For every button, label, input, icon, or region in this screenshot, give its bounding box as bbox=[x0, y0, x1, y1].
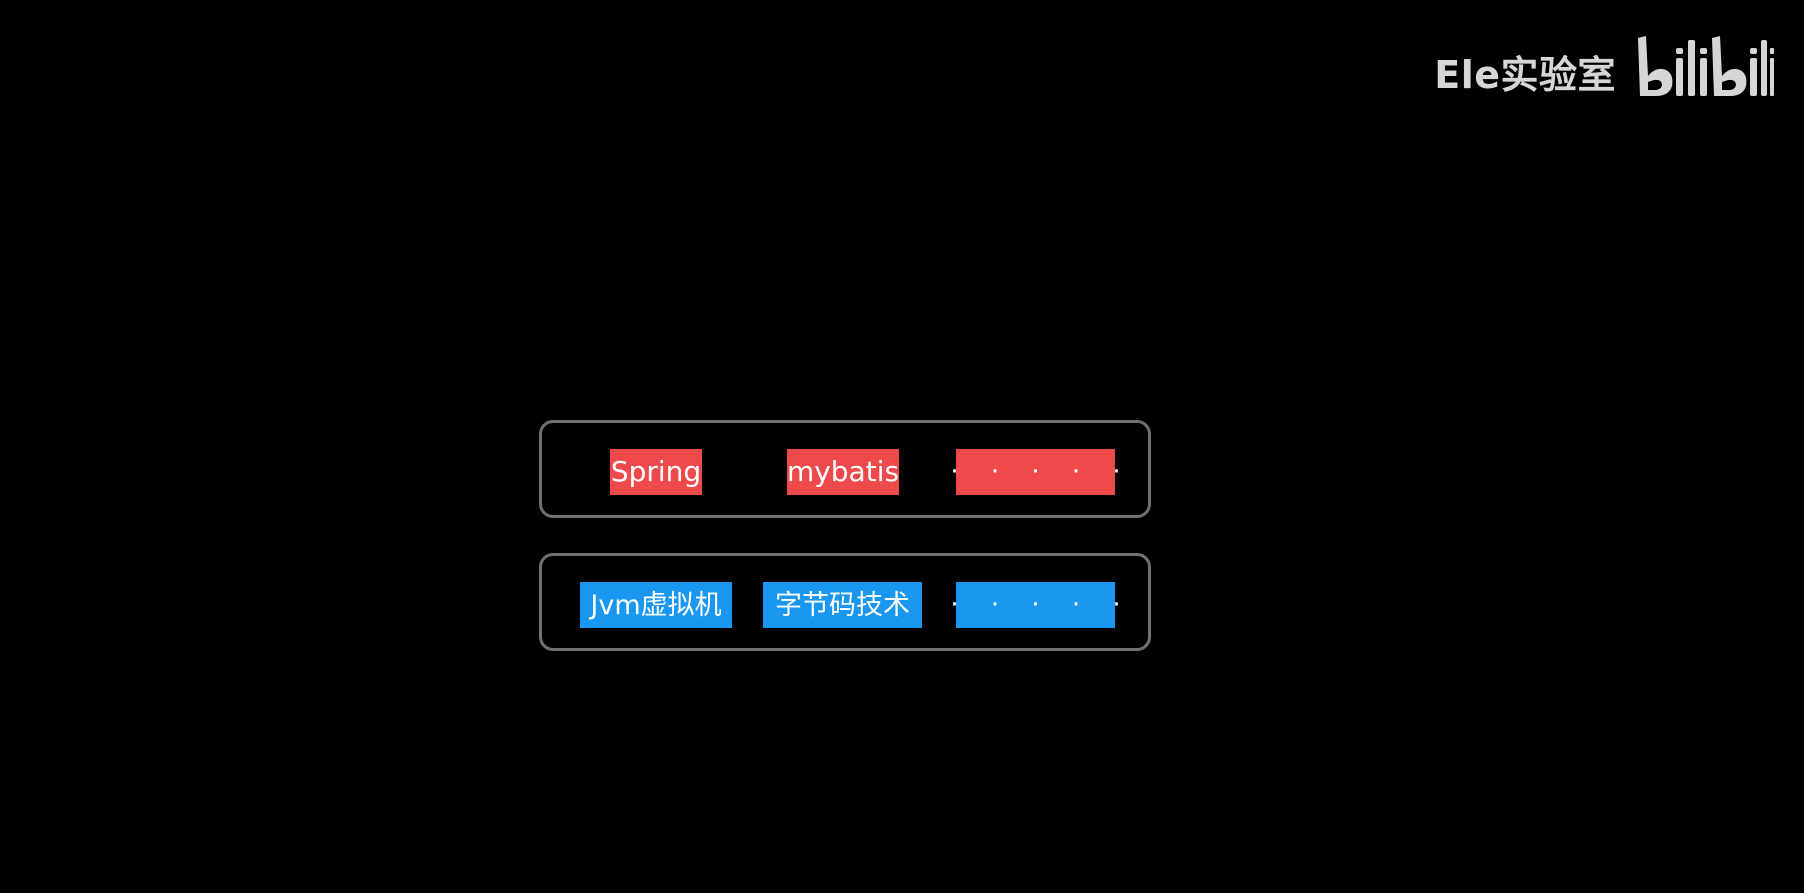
tag-more-frameworks: · · · · · bbox=[950, 449, 1121, 495]
channel-name: Ele实验室 bbox=[1434, 53, 1616, 97]
tag-spring: Spring bbox=[610, 449, 702, 495]
tag-mybatis: mybatis bbox=[787, 449, 899, 495]
tag-jvm: Jvm虚拟机 bbox=[580, 582, 732, 628]
bilibili-logo bbox=[1638, 36, 1774, 96]
internals-group: Jvm虚拟机 字节码技术 · · · · · bbox=[539, 553, 1151, 651]
frameworks-group: Spring mybatis · · · · · bbox=[539, 420, 1151, 518]
watermark: Ele实验室 bbox=[1434, 36, 1774, 98]
tag-bytecode: 字节码技术 bbox=[763, 582, 922, 628]
tag-more-internals: · · · · · bbox=[950, 582, 1121, 628]
